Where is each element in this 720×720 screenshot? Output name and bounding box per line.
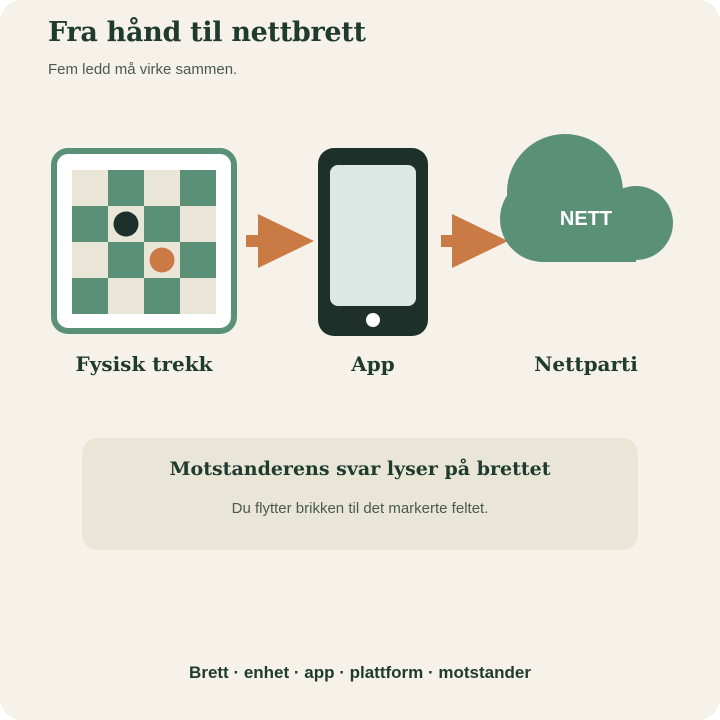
dark-piece [113,211,139,237]
orange-piece [149,247,175,273]
step-label-physical-move: Fysisk trekk [75,352,213,376]
step-label-online-game: Nettparti [534,352,638,376]
board-square [108,170,144,206]
board-square [72,206,108,242]
phone-icon [318,148,428,336]
board-square [180,278,216,314]
chessboard-icon [51,148,237,334]
info-callout: Motstanderens svar lyser på brettet Du f… [82,438,638,550]
step-label-app: App [351,352,395,376]
board-square [72,242,108,278]
callout-text: Du flytter brikken til det markerte felt… [231,500,489,517]
board-square [108,242,144,278]
arrow-right-icon [246,214,314,268]
cloud-icon: NETT [500,134,673,262]
cloud-label: NETT [560,208,612,230]
board-square [180,170,216,206]
board-square [180,242,216,278]
board-square [144,278,180,314]
callout-title: Motstanderens svar lyser på brettet [169,458,551,480]
page-subtitle: Fem ledd må virke sammen. [48,61,238,78]
footer-chain: Brett · enhet · app · plattform · motsta… [189,663,531,682]
board-square [72,170,108,206]
phone-home-button [366,313,380,327]
board-square [144,206,180,242]
page-title: Fra hånd til nettbrett [48,17,366,48]
board-square [180,206,216,242]
board-square [72,278,108,314]
board-square [144,170,180,206]
board-square [108,278,144,314]
arrow-right-icon [441,214,508,268]
chessboard-squares [72,170,216,314]
phone-screen [330,165,416,306]
